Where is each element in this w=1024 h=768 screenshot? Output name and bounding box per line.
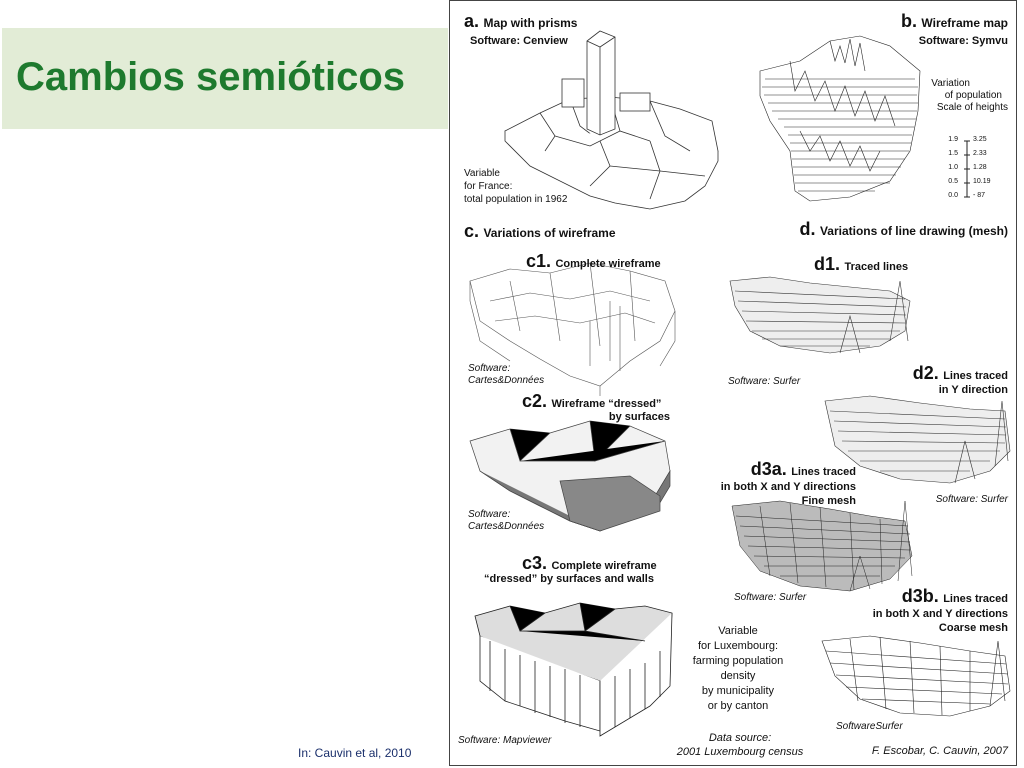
panel-c3-heading: c3. Complete wireframe [522, 553, 657, 574]
panel-d-letter: d. [799, 219, 816, 239]
panel-c3-title-1: Complete wireframe [551, 560, 657, 572]
scale-right-5: - 87 [973, 192, 986, 199]
panel-d2-title-1: Lines traced [943, 370, 1008, 382]
scale-left-2: 1.5 [948, 150, 958, 157]
legend-title-3: Scale of heights [936, 102, 1008, 113]
panel-c2-title-1: Wireframe “dressed” [551, 398, 662, 410]
lux-variable-4: density [720, 670, 756, 682]
panel-d2-title-2: in Y direction [938, 384, 1008, 396]
panel-b-heading: b. Wireframe map [901, 11, 1008, 32]
panel-d3a-title-1: Lines traced [791, 466, 856, 478]
scale-right-1: 3.25 [973, 136, 987, 143]
surfaces-walls-illustration [474, 602, 673, 737]
scale-left-4: 0.5 [948, 178, 958, 185]
scale-left-5: 0.0 [948, 192, 958, 199]
panel-d3b-heading: d3b. Lines traced [902, 586, 1008, 607]
lux-variable-6: or by canton [707, 700, 769, 712]
panel-c-heading: c. Variations of wireframe [464, 221, 616, 242]
panel-c2-software-1: Software: [468, 509, 511, 520]
panel-d3b-title-2: in both X and Y directions [872, 608, 1008, 620]
panel-d1-heading: d1. Traced lines [814, 254, 908, 275]
slide-title: Cambios semióticos [16, 55, 406, 99]
panel-c3-title-2: “dressed” by surfaces and walls [484, 573, 654, 585]
panel-d3b-letter: d3b. [901, 586, 939, 606]
panel-c1-software-2: Cartes&Données [468, 375, 545, 386]
figure-panel: a. Map with prisms Software: Cenview Var… [449, 0, 1017, 766]
scale-left-1: 1.9 [948, 136, 958, 143]
panel-c3-letter: c3. [522, 553, 548, 573]
figure-illustrations [469, 30, 1011, 737]
panel-c1-software-1: Software: [468, 363, 511, 374]
panel-d3a-heading: d3a. Lines traced [751, 459, 856, 480]
lux-variable-1: Variable [718, 625, 758, 637]
lux-variable-5: by municipality [701, 685, 775, 697]
scale-left-3: 1.0 [948, 164, 958, 171]
panel-d-heading: d. Variations of line drawing (mesh) [800, 219, 1009, 240]
panel-d2-heading: d2. Lines traced [913, 363, 1008, 384]
fine-mesh-illustration [731, 500, 913, 592]
panel-b-letter: b. [900, 11, 917, 31]
legend-title-2: of population [944, 90, 1002, 101]
panel-a-heading: a. Map with prisms [464, 11, 577, 32]
panel-a-variable-1: Variable [464, 168, 500, 179]
lux-variable-3: farming population [692, 655, 784, 667]
panel-c1-title: Complete wireframe [555, 258, 661, 270]
wireframe-map-illustration [759, 35, 921, 202]
scale-right-4: 10.19 [973, 178, 991, 185]
panel-d3b-title-1: Lines traced [943, 593, 1008, 605]
panel-c2-software-2: Cartes&Données [468, 521, 545, 532]
panel-c2-heading: c2. Wireframe “dressed” [522, 391, 661, 412]
scale-right-3: 1.28 [973, 164, 987, 171]
panel-d3a-software: Software: Surfer [734, 592, 807, 603]
panel-d3a-title-2: in both X and Y directions [720, 481, 856, 493]
figure-credit: F. Escobar, C. Cauvin, 2007 [871, 745, 1008, 757]
panel-a-variable-3: total population in 1962 [464, 194, 568, 205]
panel-a-software: Software: Cenview [470, 35, 568, 47]
title-banner [2, 28, 448, 129]
panel-a-variable-2: for France: [464, 181, 513, 192]
lines-y-direction-illustration [824, 395, 1011, 484]
panel-a-letter: a. [464, 11, 480, 31]
prism-map-illustration [504, 30, 719, 210]
panel-d1-letter: d1. [814, 254, 841, 274]
panel-c-title: Variations of wireframe [483, 226, 616, 240]
panel-b-title: Wireframe map [921, 16, 1008, 30]
panel-c1-letter: c1. [526, 251, 552, 271]
panel-d2-letter: d2. [912, 363, 939, 383]
panel-d2-software: Software: Surfer [935, 494, 1008, 505]
lux-variable-2: for Luxembourg: [697, 640, 779, 652]
panel-c2-letter: c2. [522, 391, 548, 411]
panel-c2-title-2: by surfaces [608, 411, 670, 423]
panel-d3a-letter: d3a. [750, 459, 787, 479]
panel-c3-software: Software: Mapviewer [458, 735, 552, 746]
panel-d3b-software: SoftwareSurfer [836, 721, 903, 732]
panel-c-letter: c. [464, 221, 480, 241]
citation: In: Cauvin et al, 2010 [298, 746, 412, 760]
scale-right-2: 2.33 [973, 150, 987, 157]
data-source-1: Data source: [708, 732, 772, 744]
wireframe-dressed-illustration [469, 420, 671, 532]
panel-d1-title: Traced lines [844, 261, 909, 273]
panel-c1-heading: c1. Complete wireframe [526, 251, 661, 272]
traced-lines-illustration [729, 276, 911, 354]
data-source-2: 2001 Luxembourg census [676, 746, 804, 758]
panel-d1-software: Software: Surfer [728, 376, 801, 387]
height-scale-bar [964, 140, 970, 198]
panel-d3b-title-3: Coarse mesh [938, 622, 1008, 634]
panel-b-software: Software: Symvu [918, 35, 1008, 47]
panel-d-title: Variations of line drawing (mesh) [819, 224, 1008, 238]
legend-title-1: Variation [931, 78, 970, 89]
panel-d3a-title-3: Fine mesh [801, 495, 856, 507]
complete-wireframe-illustration [469, 262, 676, 396]
coarse-mesh-illustration [821, 635, 1011, 717]
panel-a-title: Map with prisms [483, 16, 578, 30]
